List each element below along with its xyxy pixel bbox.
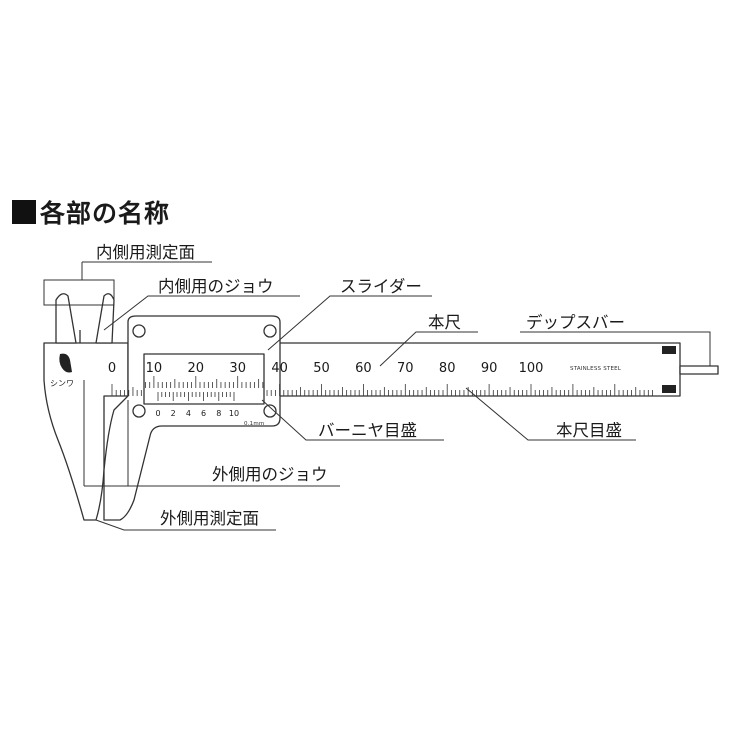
main-scale-number: 0 — [108, 361, 116, 376]
fixed-jaw-body — [43, 342, 129, 521]
main-scale-number: 10 — [146, 361, 163, 376]
leader-vernier — [261, 399, 444, 441]
leader-main-beam — [379, 331, 478, 367]
slider-body — [103, 315, 281, 521]
section-heading: 各部の名称 — [12, 196, 170, 228]
label-slider: スライダー — [340, 277, 422, 296]
leader-slider — [267, 295, 432, 351]
screw-top-right — [263, 324, 277, 338]
main-scale-number: 30 — [229, 361, 246, 376]
label-depth-bar: デップスバー — [526, 312, 625, 332]
main-scale-number: 60 — [355, 361, 372, 376]
leader-inner-jaws — [103, 295, 300, 331]
beam-stamp-text: STAINLESS STEEL — [570, 366, 622, 372]
leader-inner-faces-box — [43, 262, 115, 306]
vernier-number: 10 — [229, 409, 239, 418]
main-scale-number: 70 — [397, 361, 414, 376]
main-scale-number: 80 — [439, 361, 456, 376]
vernier-number: 8 — [216, 409, 221, 418]
label-outer-measuring-faces: 外側用測定面 — [160, 509, 259, 528]
inner-jaw-slider — [95, 293, 115, 344]
leader-depth-bar — [520, 331, 711, 366]
vernier-scale-ticks — [157, 392, 235, 401]
vernier-number: 4 — [186, 409, 191, 418]
label-inner-measuring-faces: 内側用測定面 — [96, 243, 195, 262]
label-outer-jaws: 外側用のジョウ — [212, 465, 328, 484]
screw-bottom-right — [263, 404, 277, 418]
leader-outer-faces — [95, 519, 276, 531]
main-scale-number: 50 — [313, 361, 330, 376]
slider-window — [143, 353, 265, 405]
vernier-number: 0 — [155, 409, 160, 418]
vernier-resolution-text: 0.1mm — [244, 421, 264, 427]
main-scale-number: 40 — [271, 361, 288, 376]
main-scale-number: 20 — [188, 361, 205, 376]
heading-square-icon — [12, 200, 36, 224]
depth-bar — [679, 365, 719, 375]
label-main-beam: 本尺 — [428, 313, 461, 332]
heading-text: 各部の名称 — [40, 199, 171, 228]
main-scale-number: 90 — [481, 361, 498, 376]
brand-mark-text: シンワ — [50, 379, 74, 388]
label-main-scale: 本尺目盛 — [556, 421, 622, 440]
vernier-scale-numbers: 0 2 4 6 8 10 — [155, 409, 239, 418]
label-inner-jaws: 内側用のジョウ — [158, 277, 274, 296]
screw-bottom-left — [132, 404, 146, 418]
main-scale-numbers: 0 10 20 30 40 50 60 70 80 90 100 — [108, 361, 544, 376]
inner-jaw-fixed — [55, 293, 77, 344]
brand-logo: シンワ — [50, 353, 74, 388]
screw-top-left — [132, 324, 146, 338]
main-scale-number: 100 — [519, 361, 544, 376]
main-scale-ticks — [111, 376, 653, 396]
vernier-number: 6 — [201, 409, 206, 418]
label-vernier-scale: バーニヤ目盛 — [318, 421, 417, 440]
leader-main-scale — [465, 387, 636, 441]
vernier-number: 2 — [171, 409, 176, 418]
